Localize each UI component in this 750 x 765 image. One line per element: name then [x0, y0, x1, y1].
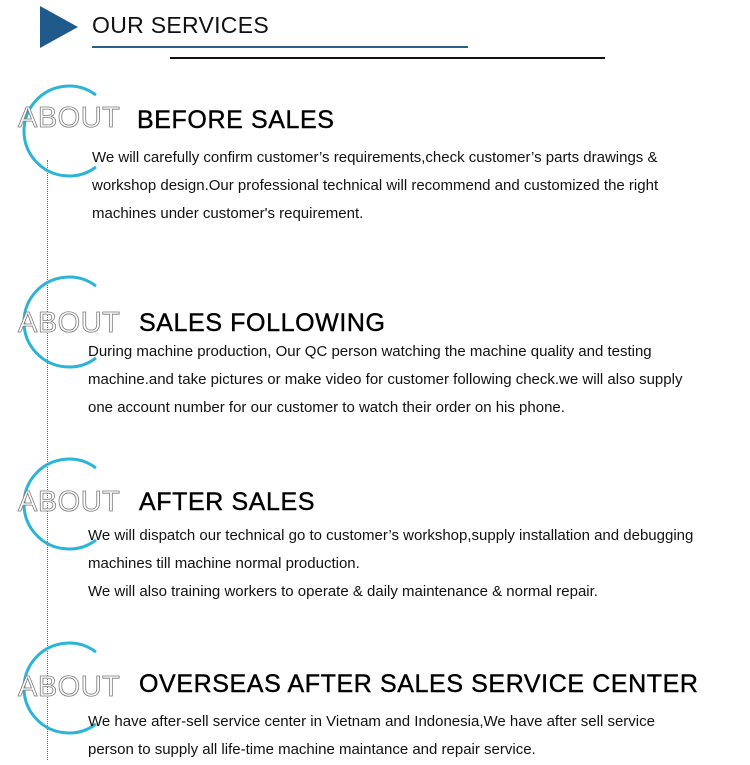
about-badge: ABOUT: [18, 307, 121, 339]
section-title-after-sales: AFTER SALES: [139, 488, 316, 516]
ring-icon: [22, 641, 97, 735]
ring-arc: [22, 275, 97, 369]
section-title-sales-following: SALES FOLLOWING: [139, 309, 386, 337]
ring-icon: [22, 84, 97, 178]
section-title-overseas-service-center: OVERSEAS AFTER SALES SERVICE CENTER: [139, 670, 699, 698]
title-underline: [92, 46, 468, 48]
about-badge: ABOUT: [18, 671, 121, 703]
triangle-shape: [40, 6, 78, 48]
ring-icon: [22, 457, 97, 551]
section-body-before-sales: We will carefully confirm customer’s req…: [92, 149, 659, 222]
divider-line: [170, 57, 605, 59]
section-title-before-sales: BEFORE SALES: [137, 106, 335, 134]
ring-arc: [22, 457, 97, 551]
about-badge: ABOUT: [18, 486, 121, 518]
ring-arc: [22, 641, 97, 735]
section-body-after-sales: We will dispatch our technical go to cus…: [88, 527, 694, 600]
ring-arc: [22, 84, 97, 178]
ring-icon: [22, 275, 97, 369]
triangle-arrow-icon: [40, 6, 78, 48]
timeline-dotted-line: [47, 160, 48, 760]
about-badge: ABOUT: [18, 102, 121, 134]
section-body-overseas-service-center: We have after-sell service center in Vie…: [88, 713, 655, 758]
section-body-sales-following: During machine production, Our QC person…: [88, 343, 683, 416]
page-title: OUR SERVICES: [92, 12, 269, 38]
